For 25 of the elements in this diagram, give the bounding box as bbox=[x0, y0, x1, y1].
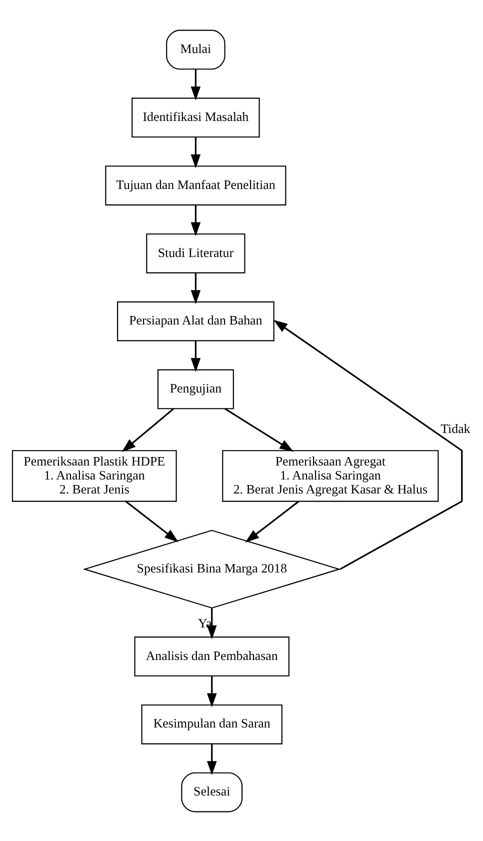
node-box: Analisis dan Pembahasan bbox=[134, 636, 290, 676]
arrow bbox=[190, 272, 201, 304]
node-box: Pemeriksaan Agregat 1. Analisa Saringan 2. Berat Jenis Agregat Kasar & Halus bbox=[222, 450, 439, 502]
arrow bbox=[245, 500, 300, 542]
arrow bbox=[122, 408, 174, 452]
arrow bbox=[206, 744, 217, 775]
node-box: Identifikasi Masalah bbox=[132, 97, 260, 138]
node-box: Pemeriksaan Plastik HDPE 1. Analisa Saringan 2. Berat Jenis bbox=[12, 450, 177, 502]
node-box: Mulai bbox=[166, 29, 226, 70]
arrow bbox=[206, 676, 217, 707]
arrow bbox=[190, 340, 201, 372]
node-box: Studi Literatur bbox=[146, 232, 246, 273]
arrow bbox=[125, 500, 178, 542]
arrow bbox=[273, 319, 463, 570]
node-box: Selesai bbox=[181, 772, 243, 812]
edge-label: Tidak bbox=[440, 420, 470, 436]
arrow bbox=[190, 204, 201, 236]
node-box: Kesimpulan dan Saran bbox=[141, 704, 282, 744]
node-box: Tujuan dan Manfaat Penelitian bbox=[105, 165, 286, 205]
node-box: Pengujian bbox=[157, 368, 234, 409]
arrow bbox=[190, 136, 201, 168]
arrow bbox=[224, 407, 294, 452]
arrow bbox=[206, 608, 217, 639]
node-box: Persiapan Alat dan Bahan bbox=[117, 300, 274, 341]
arrow bbox=[190, 68, 201, 100]
